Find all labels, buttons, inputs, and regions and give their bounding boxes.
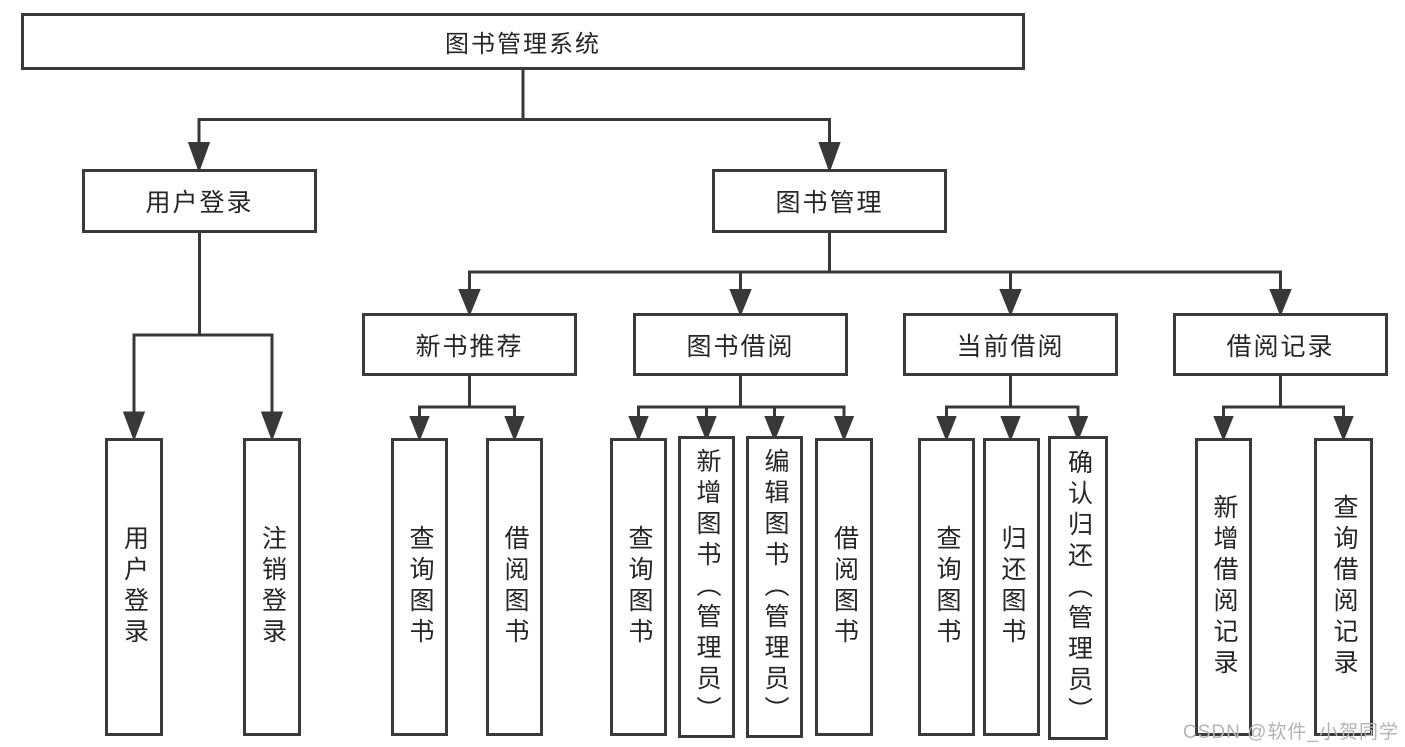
connector-root	[187, 69, 841, 173]
leaf-add-book-admin: 新增图书（管理员）	[678, 436, 735, 738]
node-current-borrow: 当前借阅	[903, 313, 1118, 376]
leaf-add-book-admin-label: 新增图书（管理员）	[693, 447, 721, 727]
leaf-borrow-books-label: 借阅图书	[830, 525, 859, 649]
node-borrow-records: 借阅记录	[1173, 313, 1388, 376]
leaf-add-borrow-record-label: 新增借阅记录	[1210, 494, 1238, 680]
leaf-query-books-borrow-label: 查询图书	[625, 525, 653, 649]
connector-borrow-records	[1213, 376, 1354, 442]
leaf-logout: 注销登录	[243, 438, 301, 736]
node-new-book-recommend-label: 新书推荐	[415, 332, 524, 361]
leaf-query-borrow-record-label: 查询借阅记录	[1330, 494, 1358, 680]
leaf-confirm-return-admin: 确认归还（管理员）	[1048, 436, 1108, 740]
leaf-return-book-label: 归还图书	[998, 525, 1026, 649]
csdn-watermark: CSDN @软件_小贺同学	[1183, 722, 1399, 743]
connector-book-management	[458, 233, 1292, 317]
leaf-query-books-current-label: 查询图书	[933, 525, 961, 649]
leaf-query-borrow-record: 查询借阅记录	[1314, 438, 1373, 736]
leaf-borrow-books: 借阅图书	[815, 438, 873, 736]
node-book-borrow: 图书借阅	[633, 313, 848, 376]
leaf-query-books-borrow: 查询图书	[610, 438, 667, 736]
leaf-user-login: 用户登录	[105, 438, 163, 736]
leaf-query-books-recommend: 查询图书	[391, 438, 448, 736]
leaf-edit-book-admin: 编辑图书（管理员）	[746, 436, 803, 738]
leaf-return-book: 归还图书	[983, 438, 1040, 736]
leaf-borrow-books-recommend: 借阅图书	[486, 438, 543, 736]
leaf-user-login-label: 用户登录	[120, 525, 149, 649]
node-current-borrow-label: 当前借阅	[956, 332, 1065, 361]
node-user-login-label: 用户登录	[145, 189, 254, 217]
leaf-query-books-recommend-label: 查询图书	[406, 525, 434, 649]
leaf-borrow-books-recommend-label: 借阅图书	[501, 525, 529, 649]
node-borrow-records-label: 借阅记录	[1226, 332, 1335, 361]
connector-new-book-recommend	[409, 376, 525, 442]
node-book-borrow-label: 图书借阅	[686, 332, 795, 361]
node-root-label: 图书管理系统	[445, 31, 601, 58]
node-book-management-label: 图书管理	[775, 189, 884, 217]
connector-user-login	[122, 233, 284, 442]
leaf-edit-book-admin-label: 编辑图书（管理员）	[761, 447, 789, 727]
node-new-book-recommend: 新书推荐	[362, 313, 577, 376]
leaf-logout-label: 注销登录	[258, 525, 287, 649]
leaf-confirm-return-admin-label: 确认归还（管理员）	[1064, 448, 1093, 728]
connector-book-borrow	[628, 376, 855, 442]
node-root: 图书管理系统	[21, 13, 1025, 70]
node-book-management: 图书管理	[712, 169, 947, 233]
leaf-query-books-current: 查询图书	[918, 438, 975, 736]
leaf-add-borrow-record: 新增借阅记录	[1195, 438, 1252, 736]
node-user-login: 用户登录	[82, 169, 317, 233]
connector-current-borrow	[936, 376, 1089, 442]
